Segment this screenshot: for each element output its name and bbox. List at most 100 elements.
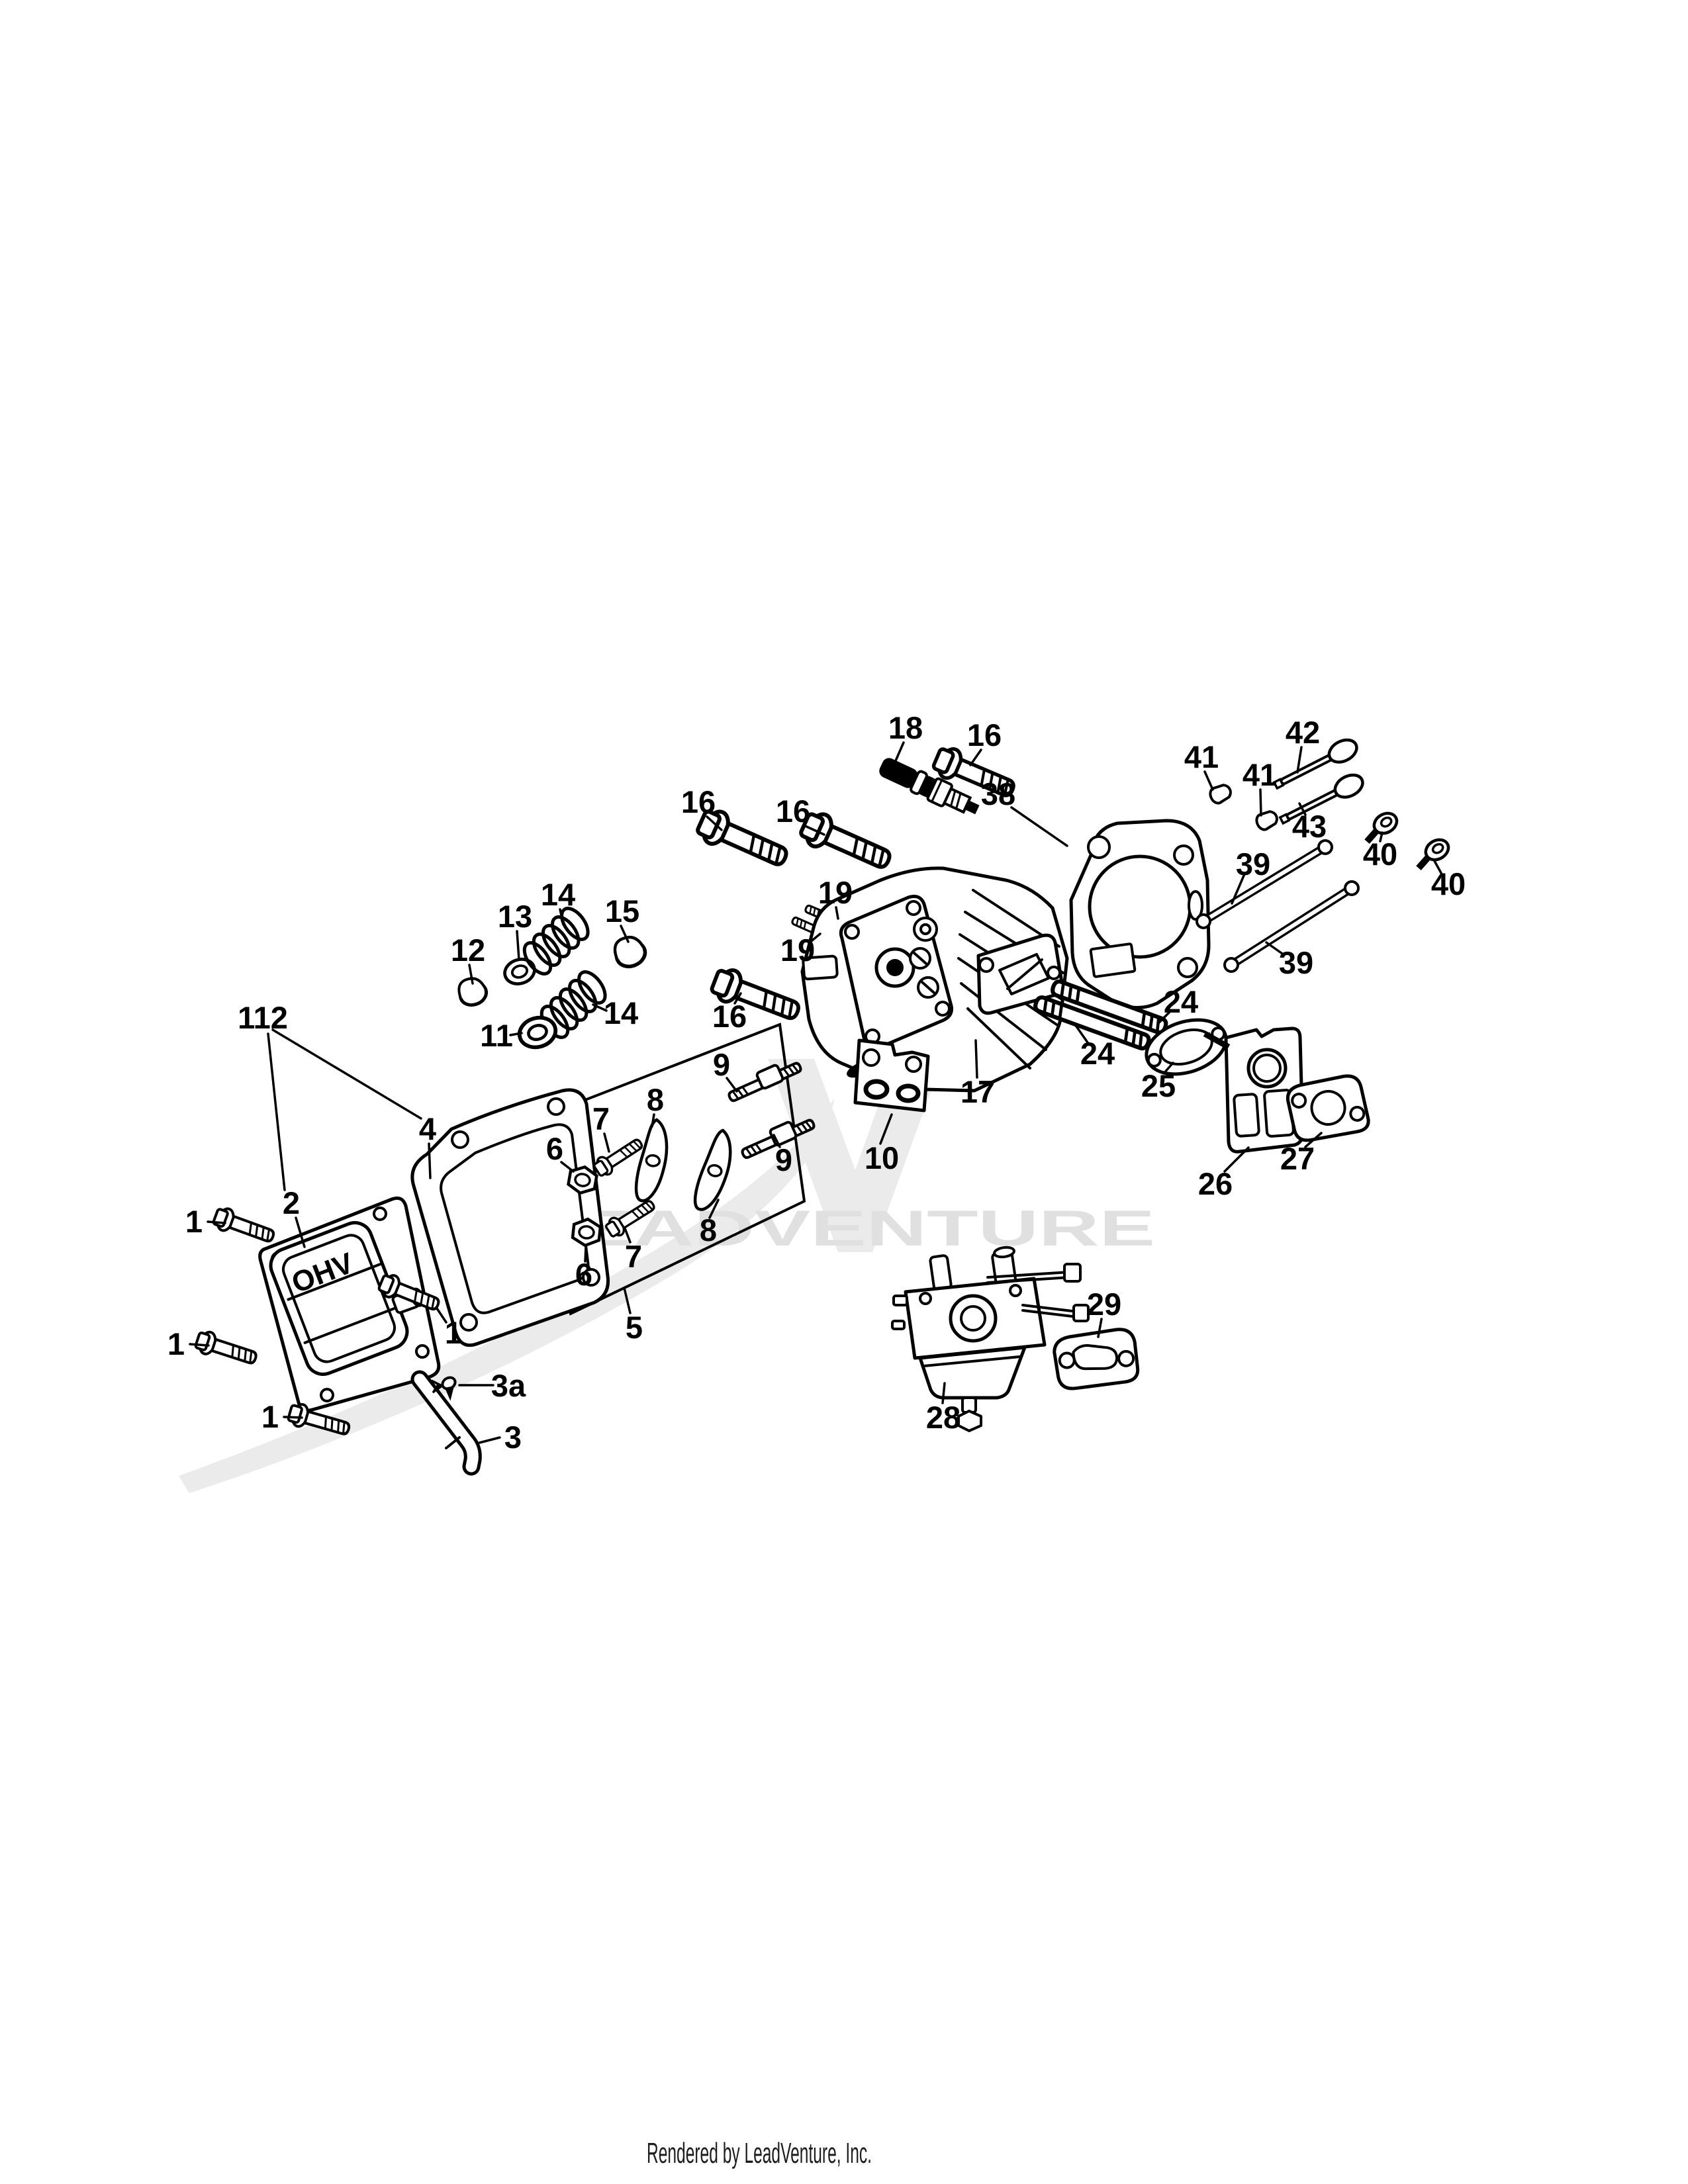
- callout-label-38: 38: [981, 776, 1015, 811]
- callout-label-1: 1: [261, 1399, 279, 1434]
- callout-label-40: 40: [1431, 866, 1466, 901]
- callout-label-1: 1: [167, 1326, 185, 1361]
- callout-label-16: 16: [712, 999, 747, 1034]
- tube-clip-drawing: [431, 1376, 457, 1401]
- cover-gasket-drawing: [410, 1088, 610, 1347]
- callout-label-2: 2: [283, 1185, 300, 1220]
- head-bolt-drawing: [798, 809, 895, 877]
- callout-leader-14: [559, 908, 565, 926]
- callout-label-14: 14: [604, 995, 638, 1030]
- callout-leader-112: [271, 1028, 422, 1120]
- callout-label-28: 28: [926, 1400, 961, 1435]
- callout-leader-43: [1298, 802, 1307, 816]
- footer-credit: Rendered by LeadVenture, Inc.: [647, 2137, 872, 2169]
- breather-tube-drawing: [410, 1370, 482, 1476]
- callout-leader-19: [808, 933, 821, 944]
- callout-label-17: 17: [961, 1074, 995, 1109]
- callout-leader-8: [651, 1113, 655, 1128]
- callout-label-11: 11: [480, 1018, 513, 1053]
- callout-leader-7: [624, 1227, 632, 1244]
- callout-leader-18: [893, 741, 905, 765]
- callout-leader-6: [584, 1246, 587, 1263]
- callout-leader-16: [802, 824, 825, 836]
- callout-label-41: 41: [1243, 757, 1277, 792]
- parts-layer: OHV: [193, 735, 1452, 1476]
- callout-leader-10: [879, 1113, 893, 1145]
- callout-leader-19: [835, 906, 839, 920]
- callout-leader-8: [708, 1199, 720, 1219]
- push-rod-drawing: [1223, 880, 1360, 973]
- callout-leader-9: [726, 1077, 738, 1093]
- head-gasket-drawing: [1069, 819, 1211, 1010]
- callout-leader-5: [623, 1287, 632, 1314]
- callout-leader-14: [592, 1003, 608, 1012]
- rocker-arm-drawing: [634, 1118, 671, 1203]
- callout-label-1: 1: [445, 1315, 462, 1350]
- callout-leader-1: [189, 1343, 210, 1347]
- callout-label-25: 25: [1141, 1068, 1176, 1103]
- callout-leader-24: [1157, 1010, 1172, 1024]
- callout-leader-1: [436, 1307, 447, 1324]
- callout-leader-42: [1296, 746, 1303, 774]
- callout-leader-7: [603, 1132, 610, 1153]
- callout-label-16: 16: [967, 717, 1002, 752]
- callout-leader-9: [773, 1134, 781, 1148]
- carburetor-drawing: [891, 1246, 1090, 1432]
- callout-leader-26: [1223, 1146, 1250, 1173]
- valve-cap-drawing: [1252, 807, 1282, 833]
- cover-bolt-drawing: [210, 1204, 278, 1249]
- valve-cover-drawing: OHV: [258, 1196, 441, 1412]
- cylinder-head-drawing: [800, 866, 1069, 1093]
- callout-leader-2: [295, 1216, 306, 1248]
- callout-leader-40: [1433, 860, 1442, 874]
- callout-leader-1: [207, 1220, 226, 1224]
- callout-leader-25: [1162, 1062, 1174, 1075]
- callout-label-5: 5: [626, 1310, 643, 1345]
- callout-label-19: 19: [780, 933, 815, 968]
- spark-plug-drawing: [879, 758, 980, 815]
- cover-bolt-drawing: [193, 1328, 261, 1371]
- callout-label-7: 7: [592, 1101, 610, 1136]
- callout-label-42: 42: [1286, 715, 1320, 750]
- callout-label-26: 26: [1198, 1166, 1233, 1201]
- callout-label-27: 27: [1280, 1141, 1315, 1176]
- watermark-wordmark: LEADVENTURE: [526, 1201, 1155, 1257]
- carb-gasket-drawing: [1053, 1328, 1140, 1390]
- callout-label-15: 15: [605, 893, 639, 929]
- callout-leader-17: [974, 1039, 978, 1079]
- callout-label-16: 16: [776, 794, 810, 829]
- callout-leader-39: [1231, 874, 1245, 905]
- callout-label-40: 40: [1363, 837, 1397, 872]
- valve-retainer-drawing: [1411, 836, 1452, 870]
- callout-label-6: 6: [575, 1257, 592, 1292]
- callout-leader-4: [428, 1142, 432, 1179]
- callout-label-8: 8: [647, 1082, 664, 1117]
- callout-leader-6: [560, 1161, 575, 1173]
- callout-label-3: 3: [504, 1420, 522, 1455]
- callout-leader-16: [706, 815, 723, 831]
- callout-label-14: 14: [541, 877, 575, 912]
- callout-leader-16: [733, 992, 742, 1005]
- callout-label-39: 39: [1236, 846, 1270, 882]
- callout-leader-41: [1259, 788, 1262, 817]
- manifold-gasket-drawing: [1286, 1074, 1370, 1142]
- callout-label-9: 9: [775, 1142, 792, 1177]
- callout-leader-29: [1097, 1318, 1103, 1338]
- callout-leader-38: [1010, 806, 1068, 847]
- callout-label-7: 7: [625, 1239, 642, 1274]
- callout-label-3a: 3a: [491, 1368, 526, 1403]
- callout-label-1: 1: [185, 1204, 203, 1239]
- callout-label-43: 43: [1292, 809, 1327, 844]
- callout-leader-12: [468, 964, 474, 985]
- callout-leader-15: [620, 925, 630, 943]
- callout-leader-40: [1379, 831, 1383, 842]
- callout-label-9: 9: [713, 1047, 730, 1082]
- callout-leader-24: [1074, 1023, 1090, 1046]
- watermark-swoosh-icon: [179, 1099, 834, 1493]
- callout-leader-39: [1265, 941, 1286, 956]
- spring-retainer-drawing: [611, 933, 649, 970]
- callout-leader-3: [478, 1436, 501, 1444]
- callout-leader-112: [267, 1032, 286, 1191]
